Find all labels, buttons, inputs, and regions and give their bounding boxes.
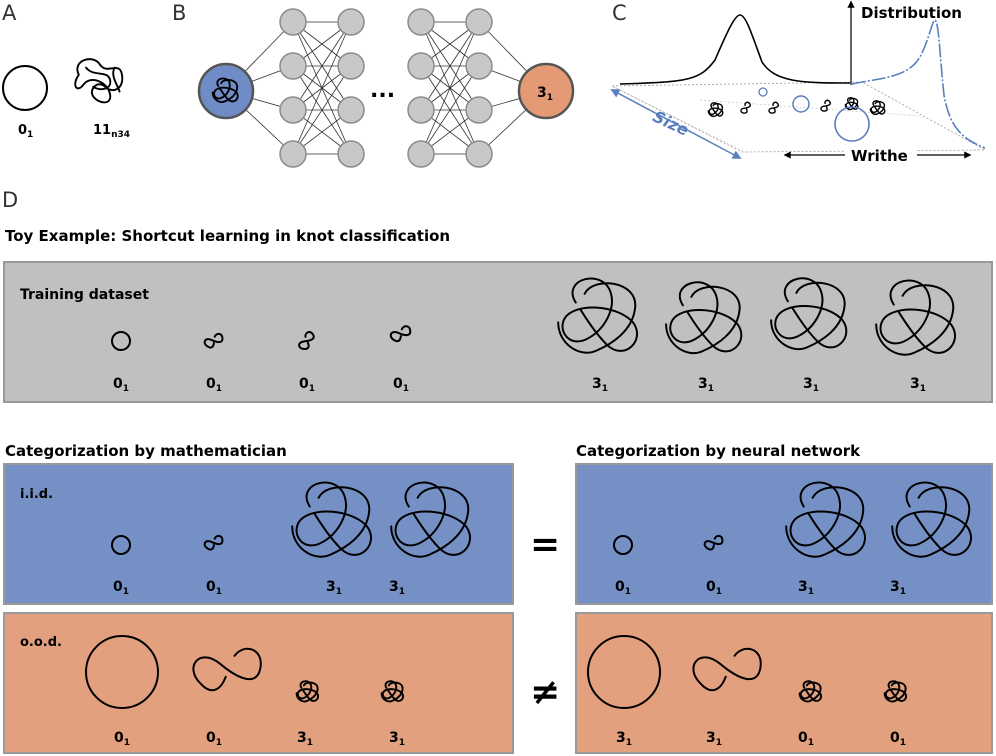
hidden-node — [407, 52, 435, 80]
axis-label-distribution: Distribution — [861, 4, 962, 22]
hidden-node — [465, 140, 493, 168]
distribution-curve-writhe — [619, 14, 851, 85]
training-labels: 01 01 01 01 31 31 31 31 — [113, 376, 926, 394]
knot-label: 01 — [299, 376, 315, 394]
knot-11n34-label: 11n34 — [93, 123, 130, 140]
hidden-edge — [420, 65, 480, 155]
net-ood-box — [575, 612, 993, 754]
knot-label: 01 — [393, 376, 409, 394]
hidden-node — [279, 52, 307, 80]
panel-label-d: D — [2, 188, 18, 212]
distribution-curve-size — [851, 19, 986, 149]
net-iid-box — [575, 463, 993, 605]
knot-label: 31 — [297, 730, 313, 748]
hidden-node — [337, 96, 365, 124]
mathematician-title: Categorization by mathematician — [5, 442, 287, 460]
training-dataset-title: Training dataset — [20, 287, 149, 303]
training-unknot — [111, 331, 131, 351]
panel-label-a: A — [2, 1, 17, 25]
medium-unknot-sample — [792, 95, 810, 113]
hidden-node — [465, 52, 493, 80]
small-unknot-sample — [758, 87, 768, 97]
knot-11n34 — [74, 58, 124, 104]
input-node — [197, 62, 255, 120]
knot-label: 31 — [389, 579, 405, 597]
hidden-node — [337, 140, 365, 168]
hidden-node — [337, 52, 365, 80]
hidden-edge — [420, 21, 480, 155]
net-ood-labels: 31 31 01 01 — [616, 730, 906, 748]
hidden-edge — [292, 21, 352, 111]
hidden-node — [279, 140, 307, 168]
hidden-node — [465, 96, 493, 124]
math-ood-labels: 01 01 31 31 — [114, 730, 405, 748]
output-node-label: 31 — [537, 85, 553, 103]
knot-label: 31 — [616, 730, 632, 748]
network-title: Categorization by neural network — [576, 442, 861, 460]
math-iid-labels: 01 01 31 31 — [113, 579, 405, 597]
hidden-edge — [420, 21, 480, 111]
toy-example-title: Toy Example: Shortcut learning in knot c… — [5, 227, 450, 245]
knot-label: 01 — [798, 730, 814, 748]
equals-sign: = — [530, 524, 560, 565]
large-unknot-sample — [834, 106, 870, 142]
knot-label: 01 — [615, 579, 631, 597]
axis-label-writhe: Writhe — [851, 147, 908, 165]
knot-label: 01 — [706, 579, 722, 597]
panel-label-c: C — [612, 1, 627, 25]
knot-label: 01 — [890, 730, 906, 748]
axis-label-size: Size — [650, 107, 692, 140]
knot-label: 31 — [803, 376, 819, 394]
hidden-node — [407, 140, 435, 168]
knot-label: 01 — [113, 376, 129, 394]
knot-label: 31 — [798, 579, 814, 597]
knot-label: 31 — [592, 376, 608, 394]
math-ood-box — [3, 612, 514, 754]
network-nodes — [279, 8, 493, 168]
knot-label: 31 — [890, 579, 906, 597]
hidden-edge — [292, 65, 352, 155]
hidden-node — [407, 96, 435, 124]
knot-label: 01 — [206, 579, 222, 597]
knot-label: 31 — [706, 730, 722, 748]
knot-label: 31 — [326, 579, 342, 597]
size-axis-arrow — [610, 89, 742, 159]
knot-label: 31 — [389, 730, 405, 748]
knot-label: 31 — [910, 376, 926, 394]
hidden-node — [407, 8, 435, 36]
hidden-node — [279, 8, 307, 36]
layer-ellipsis: ... — [370, 78, 395, 103]
hidden-edge — [292, 21, 352, 155]
output-node — [517, 62, 575, 120]
knot-label: 01 — [206, 376, 222, 394]
panel-label-b: B — [172, 1, 186, 25]
knot-label: 01 — [206, 730, 222, 748]
knot-label: 31 — [698, 376, 714, 394]
hidden-node — [279, 96, 307, 124]
unknot-circle — [2, 65, 48, 111]
math-iid-label: i.i.d. — [20, 487, 53, 502]
knot-label: 01 — [113, 579, 129, 597]
net-iid-labels: 01 01 31 31 — [615, 579, 906, 597]
training-dataset-box — [3, 261, 993, 403]
knot-label: 01 — [114, 730, 130, 748]
training-knots — [111, 278, 955, 354]
math-iid-box — [3, 463, 514, 605]
math-ood-label: o.o.d. — [20, 635, 62, 650]
unknot-label: 01 — [18, 123, 33, 140]
hidden-node — [337, 8, 365, 36]
not-equals-sign: ≠ — [530, 672, 560, 713]
hidden-node — [465, 8, 493, 36]
